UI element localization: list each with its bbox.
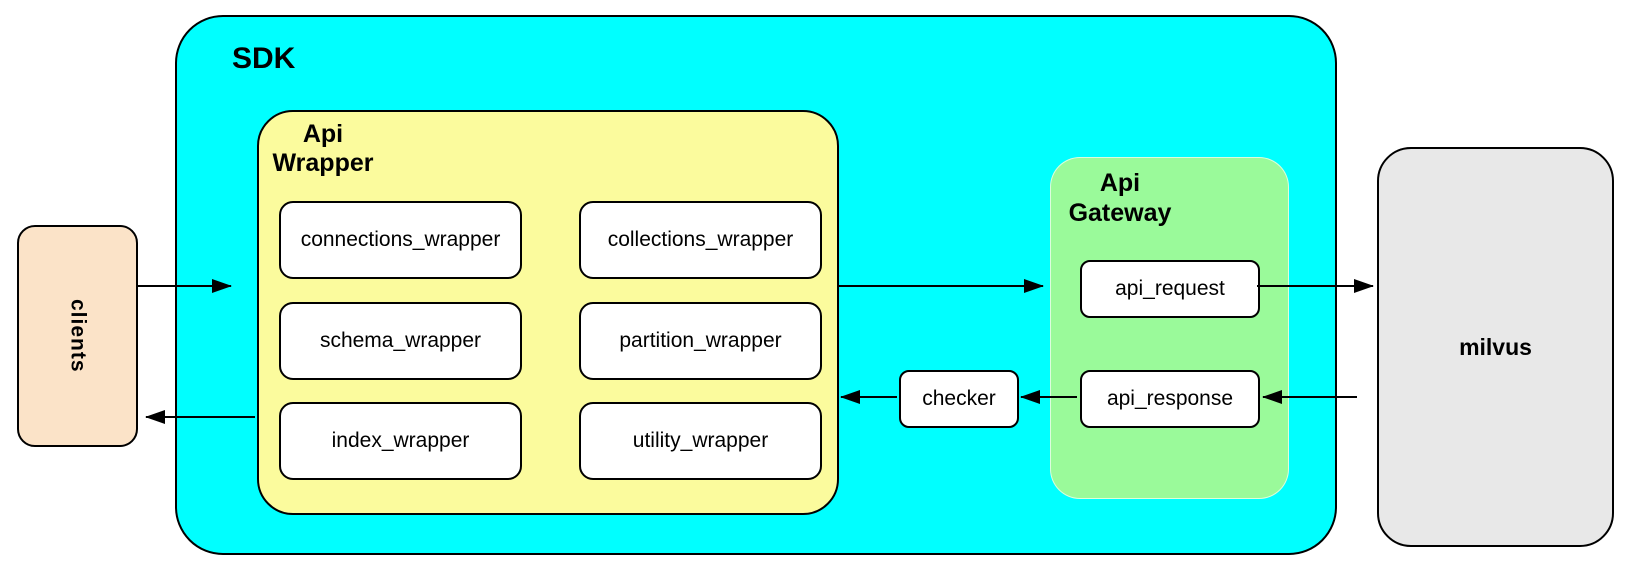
node-checker[interactable]: checker [899,370,1019,428]
api-gateway-label: Api Gateway [1053,168,1187,228]
api-gateway-container[interactable]: Api Gateway api_request api_response [1050,157,1289,499]
node-api-response[interactable]: api_response [1080,370,1260,428]
node-connections-wrapper[interactable]: connections_wrapper [279,201,522,279]
api-gateway-label-line2: Gateway [1068,199,1172,227]
node-api-request[interactable]: api_request [1080,260,1260,318]
node-index-wrapper[interactable]: index_wrapper [279,402,522,480]
node-collections-wrapper[interactable]: collections_wrapper [579,201,822,279]
api-wrapper-label: Api Wrapper [259,120,387,178]
milvus-box[interactable]: milvus [1377,147,1614,547]
api-wrapper-label-line1: Api [302,120,344,148]
clients-box[interactable]: clients [17,225,138,447]
node-schema-wrapper[interactable]: schema_wrapper [279,302,522,380]
node-partition-wrapper[interactable]: partition_wrapper [579,302,822,380]
node-utility-wrapper[interactable]: utility_wrapper [579,402,822,480]
clients-label: clients [66,299,90,373]
sdk-label: SDK [232,42,296,75]
api-wrapper-label-line2: Wrapper [272,149,374,177]
sdk-container[interactable]: SDK Api Wrapper connections_wrapper coll… [175,15,1337,555]
api-wrapper-container[interactable]: Api Wrapper connections_wrapper collecti… [257,110,839,515]
milvus-label: milvus [1459,333,1532,360]
api-gateway-label-line1: Api [1099,169,1141,197]
